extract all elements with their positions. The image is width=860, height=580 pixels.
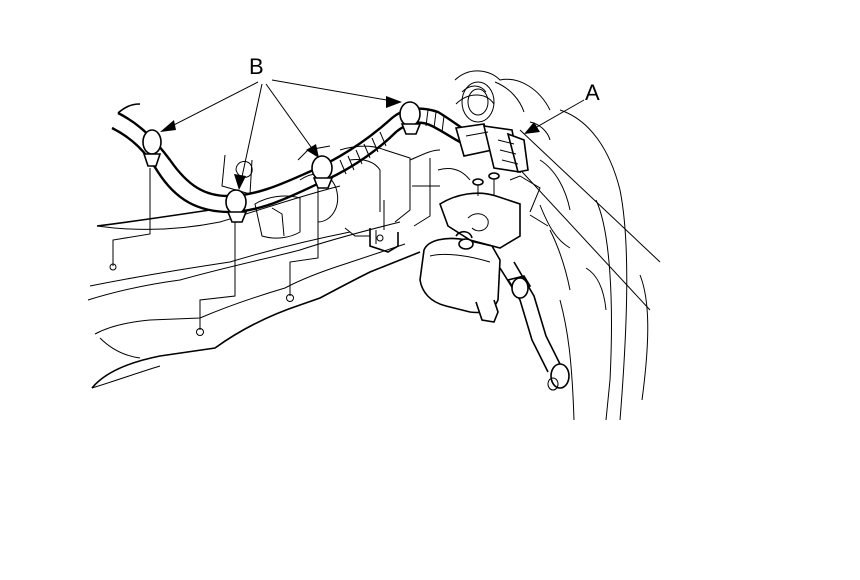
- harness-clip-4: [399, 101, 422, 135]
- engine-body: [87, 145, 471, 389]
- wire-harness: [96, 101, 529, 227]
- harness-clip-2: [225, 189, 248, 223]
- harness-clip-3: [311, 155, 334, 189]
- callout-label-a: A: [585, 80, 600, 105]
- right-assembly: [419, 70, 661, 421]
- leader-lines: [160, 79, 585, 190]
- connector-a: [454, 123, 529, 173]
- callout-label-b: B: [249, 54, 264, 79]
- harness-clip-1: [142, 129, 162, 167]
